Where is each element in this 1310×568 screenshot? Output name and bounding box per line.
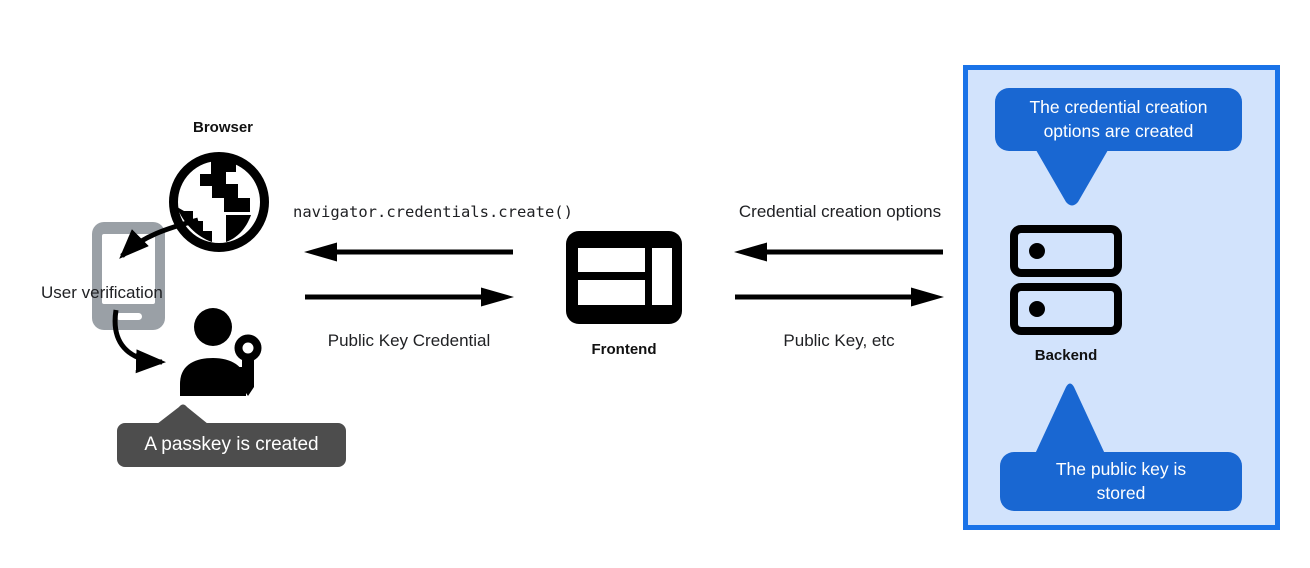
browser-to-frontend-arrow	[305, 287, 514, 307]
public-key-credential-label: Public Key Credential	[327, 331, 491, 350]
passkey-tooltip-pointer	[157, 404, 208, 424]
globe-icon	[169, 152, 269, 252]
smartphone-home-bar	[115, 313, 142, 320]
credential-creation-options-label: Credential creation options	[738, 202, 942, 221]
phone-to-user-arrow	[112, 309, 166, 374]
credential-options-bubble-text: The credential creation options are crea…	[1029, 97, 1208, 141]
public-key-etc-label: Public Key, etc	[783, 331, 895, 350]
frontend-to-backend-arrow	[735, 287, 944, 307]
browser-label: Browser	[192, 119, 254, 136]
public-key-stored-bubble: The public key is stored	[1000, 452, 1242, 511]
public-key-stored-bubble-text: The public key is stored	[1055, 459, 1187, 503]
credential-options-bubble-pointer	[1036, 150, 1108, 206]
public-key-stored-bubble-pointer	[1035, 383, 1105, 454]
backend-to-frontend-arrow	[734, 242, 943, 262]
user-key-icon	[180, 308, 262, 396]
backend-label: Backend	[1034, 347, 1098, 364]
frontend-label: Frontend	[591, 341, 657, 358]
navigator-credentials-create-label: navigator.credentials.create()	[293, 203, 573, 221]
server-icon	[1010, 225, 1122, 335]
globe-to-phone-arrow	[119, 217, 199, 259]
smartphone-icon	[92, 222, 165, 330]
user-verification-label: User verification	[41, 283, 163, 302]
passkey-tooltip: A passkey is created	[117, 423, 346, 467]
frontend-to-browser-arrow	[304, 242, 513, 262]
passkey-tooltip-text: A passkey is created	[144, 434, 319, 455]
user-verification-flow-arrows	[112, 217, 199, 374]
frontend-window-icon	[566, 231, 682, 324]
credential-options-bubble: The credential creation options are crea…	[995, 88, 1242, 151]
